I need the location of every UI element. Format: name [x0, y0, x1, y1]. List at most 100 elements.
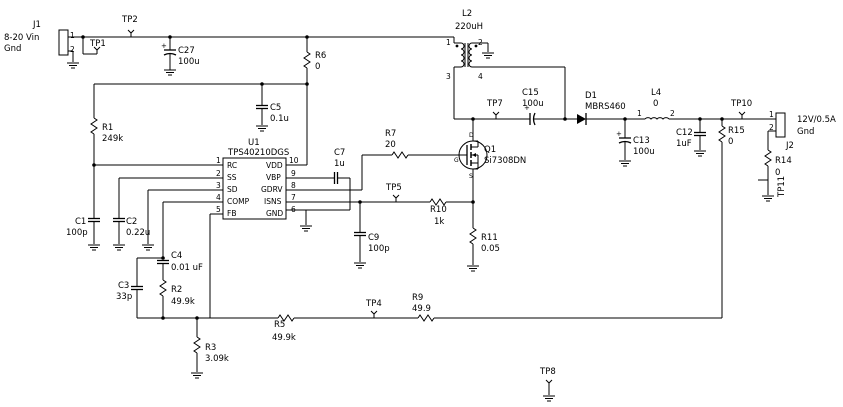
svg-text:ISNS: ISNS [264, 197, 282, 206]
connector-j1: J1 8-20 Vin Gnd 1 2 [4, 20, 75, 56]
c5-ref: C5 [270, 103, 281, 113]
svg-text:1: 1 [216, 156, 221, 165]
r11-ref: R11 [481, 233, 498, 243]
c7-ref: C7 [334, 148, 345, 158]
svg-text:SS: SS [227, 173, 237, 182]
c7-value: 1u [334, 159, 345, 169]
svg-text:9: 9 [291, 169, 296, 178]
svg-text:+: + [524, 104, 530, 112]
r7-ref: R7 [385, 129, 396, 139]
j2-ref: J2 [785, 141, 794, 151]
inductor-l4: L4 0 1 2 [637, 88, 675, 120]
r14-value: 0 [775, 168, 780, 178]
c1-value: 100p [66, 228, 88, 238]
r10-ref: R10 [430, 205, 447, 215]
c2-ref: C2 [126, 217, 137, 227]
c15-ref: C15 [522, 88, 539, 98]
svg-text:4: 4 [216, 193, 221, 202]
r9-ref: R9 [412, 293, 423, 303]
ic-u1: U1 TPS40210DGS RC SS SD COMP FB 1 2 3 4 … [216, 138, 299, 220]
svg-text:+: + [616, 130, 622, 138]
r1-ref: R1 [102, 123, 113, 133]
c12-ref: C12 [676, 128, 693, 138]
inductor-l2: L2 220uH 1 2 3 4 [446, 9, 483, 81]
r7-value: 20 [385, 140, 396, 150]
svg-text:4: 4 [478, 72, 483, 81]
q1-part: Si7308DN [484, 156, 526, 166]
svg-text:3: 3 [216, 181, 221, 190]
c9-ref: C9 [368, 233, 379, 243]
c4-value: 0.01 uF [171, 263, 203, 273]
d1-ref: D1 [585, 91, 597, 101]
l4-ref: L4 [651, 88, 661, 98]
r6-value: 0 [315, 62, 320, 72]
svg-text:D: D [469, 132, 474, 139]
tp5-label: TP5 [385, 183, 402, 193]
l2-value: 220uH [455, 22, 483, 32]
j2-gnd-label: Gnd [797, 127, 814, 137]
svg-text:VBP: VBP [266, 173, 281, 182]
r11-value: 0.05 [481, 244, 500, 254]
j2-output-label: 12V/0.5A [797, 115, 836, 125]
r1-value: 249k [102, 134, 123, 144]
q1-ref: Q1 [484, 145, 496, 155]
svg-text:8: 8 [291, 181, 296, 190]
c2-value: 0.22u [126, 228, 150, 238]
c27-value: 100u [178, 57, 200, 67]
svg-text:1: 1 [446, 38, 451, 47]
r5-value: 49.9k [272, 333, 296, 343]
r10-value: 1k [434, 217, 444, 227]
j1-gnd-label: Gnd [4, 44, 21, 54]
svg-text:COMP: COMP [227, 197, 250, 206]
tp4-label: TP4 [365, 299, 382, 309]
u1-ref: U1 [248, 138, 260, 148]
c3-value: 33p [116, 292, 132, 302]
r3-value: 3.09k [205, 354, 229, 364]
r2-ref: R2 [171, 285, 182, 295]
c1-ref: C1 [75, 217, 86, 227]
c27-ref: C27 [178, 46, 195, 56]
u1-part: TPS40210DGS [227, 148, 289, 158]
c5-value: 0.1u [270, 114, 289, 124]
svg-text:2: 2 [216, 169, 221, 178]
c13-value: 100u [633, 147, 655, 157]
tp2-label: TP2 [121, 15, 138, 25]
c13-ref: C13 [633, 136, 650, 146]
svg-text:2: 2 [769, 123, 774, 132]
r2-value: 49.9k [171, 297, 195, 307]
svg-text:10: 10 [289, 156, 299, 165]
svg-text:FB: FB [227, 209, 236, 218]
svg-text:GDRV: GDRV [261, 185, 283, 194]
svg-text:5: 5 [216, 205, 221, 214]
svg-text:VDD: VDD [266, 161, 283, 170]
d1-part: MBRS460 [585, 102, 626, 112]
j1-ref: J1 [32, 20, 41, 30]
c4-ref: C4 [171, 251, 182, 261]
svg-text:1: 1 [70, 31, 75, 40]
tp10-label: TP10 [730, 99, 752, 109]
c9-value: 100p [368, 244, 390, 254]
svg-text:1: 1 [769, 110, 774, 119]
svg-text:1: 1 [637, 109, 642, 118]
r14-ref: R14 [775, 156, 792, 166]
connector-j2: J2 12V/0.5A Gnd 1 2 [769, 110, 836, 151]
c12-value: 1uF [676, 139, 692, 149]
svg-text:+: + [161, 42, 167, 50]
r5-ref: R5 [274, 320, 285, 330]
r15-value: 0 [728, 137, 733, 147]
mosfet-q1: Q1 Si7308DN D G S [454, 132, 526, 180]
tp8-label: TP8 [539, 367, 556, 377]
r9-value: 49.9 [412, 304, 431, 314]
svg-text:SD: SD [227, 185, 238, 194]
l2-ref: L2 [462, 9, 472, 19]
svg-text:7: 7 [291, 193, 296, 202]
tp7-label: TP7 [486, 99, 503, 109]
r6-ref: R6 [315, 51, 326, 61]
j1-input-label: 8-20 Vin [4, 33, 39, 43]
tp11-label: TP11 [777, 176, 787, 198]
svg-text:3: 3 [446, 72, 451, 81]
r15-ref: R15 [728, 126, 745, 136]
svg-text:S: S [469, 173, 473, 180]
c3-ref: C3 [118, 281, 129, 291]
